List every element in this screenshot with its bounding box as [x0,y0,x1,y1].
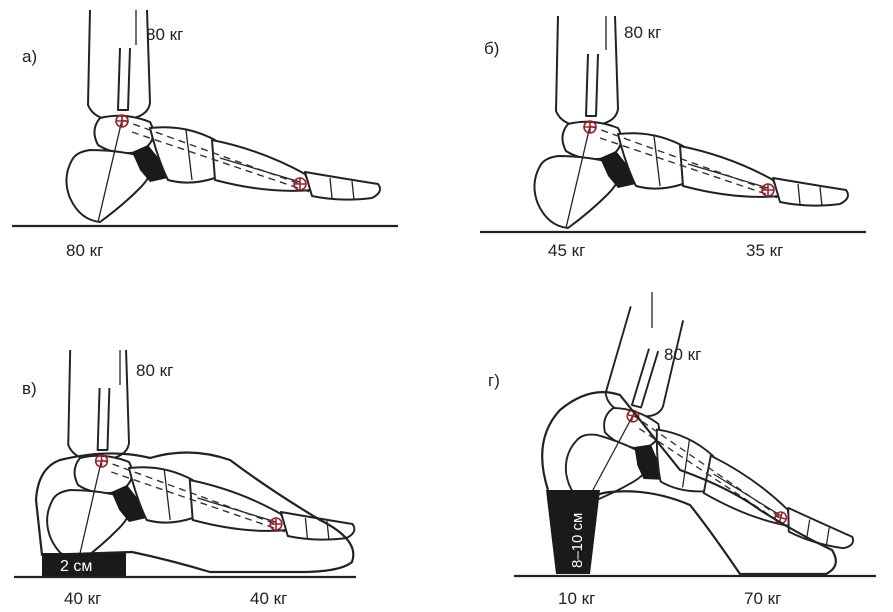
panel-letter: в) [22,379,37,398]
foot-in-shoe-figure [557,301,893,573]
load-heel-label: 40 кг [64,589,101,608]
panel-letter: б) [484,39,499,58]
panel-letter: г) [488,371,500,390]
load-heel-label: 10 кг [558,589,595,608]
load-toe-label: 35 кг [746,241,783,260]
panel-letter: а) [22,47,37,66]
bare-foot-figure [66,10,380,222]
panel-a: а) 80 кг 80 кг [12,10,398,260]
panel-d: 8–10 см г) 80 кг 10 кг 70 кг [488,292,893,608]
load-top-label: 80 кг [624,23,661,42]
panel-c: 2 см в) 80 кг 40 кг 40 кг [14,350,356,608]
heel-height-label: 2 см [60,558,92,575]
panel-b: б) 80 кг 45 кг 35 кг [480,16,866,260]
foot-in-shoe-figure [47,350,354,562]
load-top-label: 80 кг [146,25,183,44]
load-top-label: 80 кг [136,361,173,380]
heel-height-label: 8–10 см [569,513,586,568]
load-heel-label: 80 кг [66,241,103,260]
load-toe-label: 70 кг [744,589,781,608]
load-toe-label: 40 кг [250,589,287,608]
load-top-label: 80 кг [664,345,701,364]
bare-foot-figure [534,16,848,228]
load-heel-label: 45 кг [548,241,585,260]
